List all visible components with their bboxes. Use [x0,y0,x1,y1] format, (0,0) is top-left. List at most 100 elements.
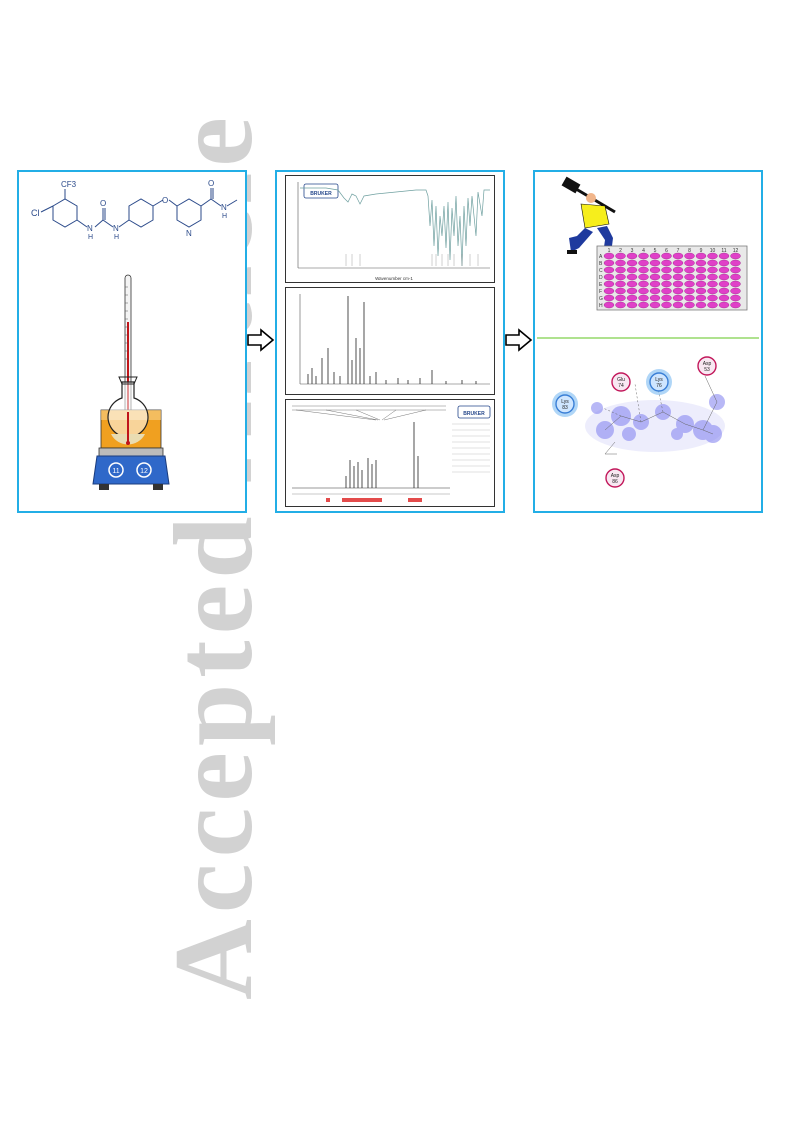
plate-well[interactable] [649,266,661,274]
plate-well[interactable] [695,280,707,288]
plate-well[interactable] [684,301,695,309]
plate-well[interactable] [730,252,741,260]
plate-well[interactable] [695,266,707,274]
plate-well[interactable] [626,259,638,267]
plate-well[interactable] [718,259,730,267]
plate-well[interactable] [718,287,730,295]
plate-well[interactable] [638,294,649,302]
plate-well[interactable] [603,301,615,309]
plate-well[interactable] [672,266,684,274]
plate-well[interactable] [707,280,718,288]
plate-well[interactable] [672,273,684,281]
plate-well[interactable] [695,252,707,260]
plate-well[interactable] [730,273,741,281]
plate-well[interactable] [684,266,695,274]
plate-well[interactable] [707,301,718,309]
plate-well[interactable] [638,273,649,281]
plate-well[interactable] [649,252,661,260]
plate-well[interactable] [626,301,638,309]
plate-well[interactable] [707,266,718,274]
plate-well[interactable] [615,294,626,302]
plate-well[interactable] [718,273,730,281]
plate-well[interactable] [615,252,626,260]
plate-well[interactable] [661,294,672,302]
plate-well[interactable] [707,252,718,260]
plate-well[interactable] [661,280,672,288]
plate-well[interactable] [707,273,718,281]
plate-well[interactable] [615,259,626,267]
plate-well[interactable] [672,280,684,288]
plate-well[interactable] [603,294,615,302]
plate-well[interactable] [718,252,730,260]
svg-text:83: 83 [562,405,568,411]
plate-well[interactable] [672,294,684,302]
plate-well[interactable] [718,301,730,309]
plate-well[interactable] [649,294,661,302]
plate-well[interactable] [730,259,741,267]
plate-well[interactable] [649,273,661,281]
plate-well[interactable] [638,259,649,267]
plate-well[interactable] [626,287,638,295]
plate-well[interactable] [626,252,638,260]
hotplate-knob-left[interactable]: 11 [112,468,119,475]
plate-well[interactable] [695,301,707,309]
plate-well[interactable] [730,287,741,295]
plate-well[interactable] [672,252,684,260]
plate-well[interactable] [695,287,707,295]
plate-well[interactable] [684,294,695,302]
plate-well[interactable] [695,259,707,267]
plate-well[interactable] [730,301,741,309]
plate-well[interactable] [638,280,649,288]
plate-well[interactable] [638,287,649,295]
plate-well[interactable] [730,280,741,288]
plate-well[interactable] [730,294,741,302]
plate-well[interactable] [730,266,741,274]
plate-well[interactable] [695,273,707,281]
plate-well[interactable] [718,280,730,288]
plate-well[interactable] [661,287,672,295]
plate-well[interactable] [603,252,615,260]
plate-well[interactable] [626,266,638,274]
plate-well[interactable] [615,301,626,309]
plate-well[interactable] [661,259,672,267]
plate-well[interactable] [603,266,615,274]
plate-well[interactable] [649,259,661,267]
plate-well[interactable] [672,287,684,295]
plate-well[interactable] [707,259,718,267]
plate-well[interactable] [684,252,695,260]
plate-well[interactable] [661,273,672,281]
plate-well[interactable] [615,287,626,295]
plate-well[interactable] [603,273,615,281]
plate-well[interactable] [684,280,695,288]
plate-well[interactable] [603,287,615,295]
plate-well[interactable] [672,301,684,309]
plate-well[interactable] [672,259,684,267]
plate-well[interactable] [707,294,718,302]
plate-well[interactable] [707,287,718,295]
plate-well[interactable] [649,287,661,295]
plate-well[interactable] [661,266,672,274]
plate-well[interactable] [684,287,695,295]
plate-well[interactable] [626,273,638,281]
plate-well[interactable] [718,294,730,302]
plate-well[interactable] [695,294,707,302]
plate-well[interactable] [626,294,638,302]
plate-well[interactable] [615,273,626,281]
plate-well[interactable] [615,280,626,288]
plate-well[interactable] [603,280,615,288]
plate-well[interactable] [615,266,626,274]
plate-well[interactable] [649,280,661,288]
plate-well[interactable] [661,301,672,309]
plate-well[interactable] [649,301,661,309]
hotplate-knob-right[interactable]: 12 [140,468,148,475]
plate-well[interactable] [718,266,730,274]
plate-well[interactable] [638,252,649,260]
plate-well[interactable] [684,273,695,281]
plate-well[interactable] [638,301,649,309]
plate-well[interactable] [684,259,695,267]
plate-well[interactable] [626,280,638,288]
plate-well[interactable] [638,266,649,274]
plate-well[interactable] [603,259,615,267]
plate-well[interactable] [661,252,672,260]
